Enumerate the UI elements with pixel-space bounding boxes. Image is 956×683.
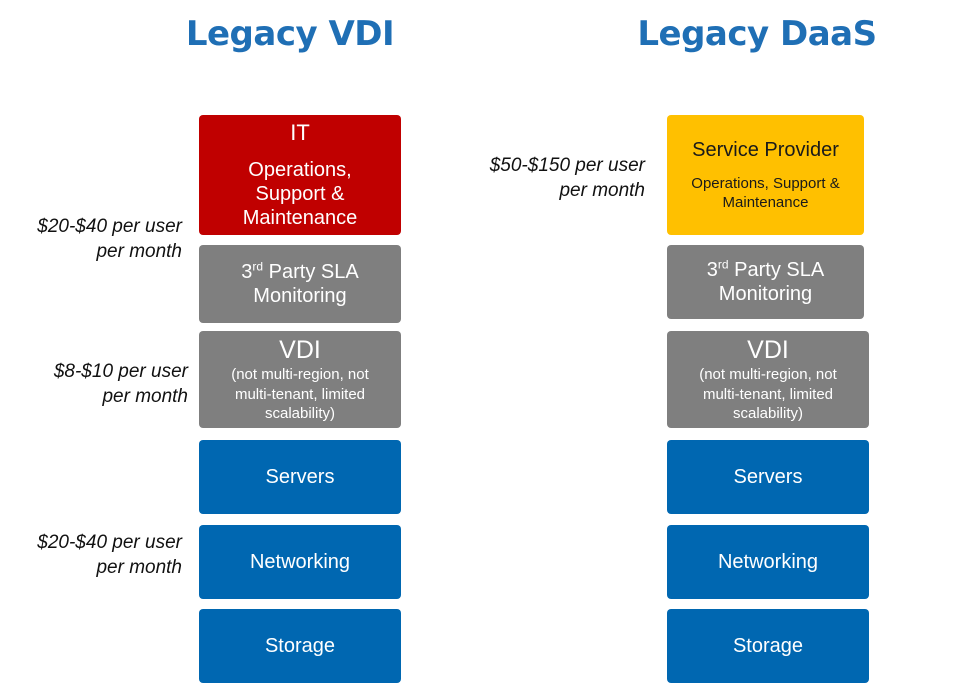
daas-vdi-heading: VDI — [747, 336, 789, 365]
vdi-networking-label: Networking — [249, 551, 351, 573]
daas-vdi-platform-box: VDI (not multi-region, not multi-tenant,… — [667, 331, 869, 428]
vdi-servers-label: Servers — [265, 466, 335, 488]
it-operations-box: IT Operations, Support & Maintenance — [199, 115, 401, 235]
daas-servers-box: Servers — [667, 440, 869, 514]
vdi-sla-monitoring-box: 3rd Party SLA Monitoring — [199, 245, 401, 323]
legacy-vdi-title: Legacy VDI — [185, 14, 395, 54]
service-provider-operations-text: Operations, Support & Maintenance — [691, 174, 840, 212]
service-provider-box: Service Provider Operations, Support & M… — [667, 115, 864, 235]
daas-servers-label: Servers — [733, 466, 803, 488]
vdi-price-infrastructure: $20-$40 per user per month — [37, 532, 182, 578]
vdi-networking-box: Networking — [199, 525, 401, 599]
legacy-daas-title: Legacy DaaS — [637, 14, 877, 54]
daas-storage-box: Storage — [667, 609, 869, 683]
vdi-sla-line1: 3rd Party SLA — [241, 259, 359, 283]
daas-storage-label: Storage — [732, 635, 804, 657]
it-operations-text: Operations, Support & Maintenance — [242, 159, 358, 230]
daas-price-service: $50-$150 per user per month — [489, 155, 645, 201]
daas-sla-line2: Monitoring — [718, 283, 813, 305]
daas-sla-line1: 3rd Party SLA — [706, 257, 825, 281]
vdi-storage-box: Storage — [199, 609, 401, 683]
vdi-sla-line2: Monitoring — [253, 285, 347, 307]
daas-vdi-limitations-text: (not multi-region, not multi-tenant, lim… — [699, 366, 837, 423]
vdi-servers-box: Servers — [199, 440, 401, 514]
it-heading: IT — [290, 119, 310, 145]
daas-networking-box: Networking — [667, 525, 869, 599]
service-provider-heading: Service Provider — [692, 138, 839, 161]
daas-networking-label: Networking — [717, 551, 819, 573]
daas-sla-monitoring-box: 3rd Party SLA Monitoring — [667, 245, 864, 319]
vdi-price-software: $8-$10 per user per month — [53, 361, 188, 407]
vdi-platform-box: VDI (not multi-region, not multi-tenant,… — [199, 331, 401, 428]
vdi-price-operations: $20-$40 per user per month — [37, 216, 182, 262]
vdi-storage-label: Storage — [264, 635, 336, 657]
vdi-heading: VDI — [279, 336, 321, 365]
vdi-limitations-text: (not multi-region, not multi-tenant, lim… — [231, 366, 369, 423]
